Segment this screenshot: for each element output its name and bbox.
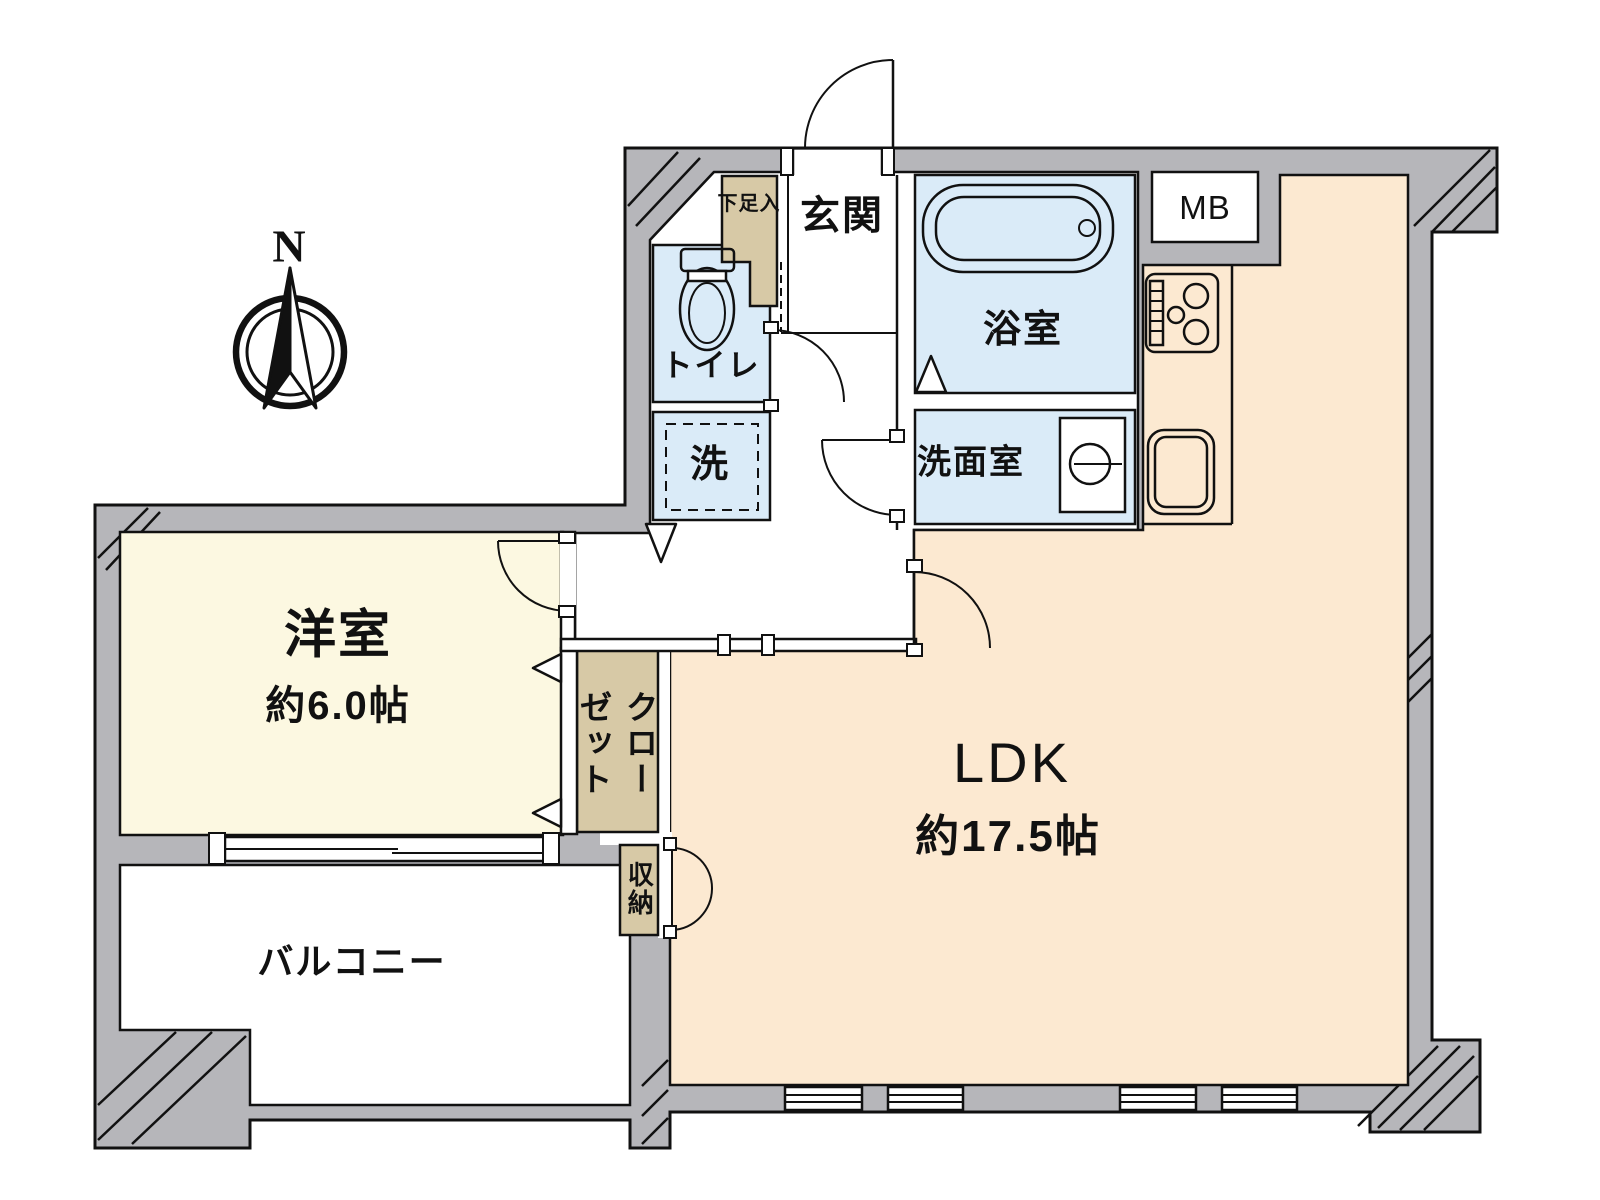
compass-north-label: N: [272, 220, 306, 272]
closet-partition: [658, 648, 670, 836]
washroom-door: [821, 429, 905, 523]
storage-double-doors: [663, 837, 714, 939]
western-room-door-opening: [560, 544, 576, 606]
north-compass-icon: [232, 266, 348, 410]
ldk-size: 約17.5帖: [915, 811, 1101, 861]
bathtub-icon: [921, 183, 1115, 274]
closet-bottom-partition: [600, 832, 672, 845]
western-room-floor: [118, 530, 565, 837]
shoe-box: [720, 174, 779, 308]
bath-floor: [913, 173, 1137, 395]
hall-wall-post-left: [717, 634, 731, 656]
shoe-box-label: 下足入: [717, 193, 781, 215]
hall-wall-post-right: [761, 634, 775, 656]
meter-box: [1150, 170, 1260, 244]
ldk-door: [906, 559, 991, 657]
bath-label: 浴室: [982, 309, 1064, 352]
western-room-balcony-window: [208, 832, 560, 865]
western-room-size: 約6.0帖: [265, 684, 411, 728]
stove-icon: [1144, 272, 1220, 354]
closet-label: クローゼット: [575, 690, 658, 798]
toilet-door: [763, 321, 845, 412]
western-room-label: 洋室: [283, 606, 393, 665]
balcony-label: バルコニー: [257, 941, 447, 983]
western-room-door: [497, 531, 576, 618]
kitchen-sink-icon: [1146, 428, 1216, 516]
genkan-label: 玄関: [800, 194, 884, 238]
ldk-label: LDK: [953, 731, 1071, 795]
closet-arrow-top: [531, 652, 563, 684]
washbasin-icon: [1058, 416, 1127, 514]
entrance-step: [780, 175, 897, 334]
storage-label: 収納: [624, 861, 655, 917]
storage-floor: [618, 843, 660, 937]
laundry-label: 洗: [689, 444, 731, 487]
washroom-label: 洗面室: [917, 443, 1025, 482]
kitchen-counter: [1143, 265, 1234, 526]
closet-arrow-bottom: [531, 797, 563, 829]
entrance-door: [780, 59, 895, 176]
toilet-label: トイレ: [661, 347, 761, 383]
toilet-icon: [678, 247, 736, 352]
storage-partition: [658, 842, 672, 938]
meter-box-label: MB: [1179, 188, 1231, 226]
laundry-opening-arrow: [644, 522, 678, 564]
bath-door-arrow: [914, 354, 948, 394]
laundry-floor: [651, 410, 772, 522]
closet-floor: [575, 648, 660, 834]
laundry-pan-dashed: [665, 423, 759, 511]
ldk-south-windows: [783, 1085, 1299, 1112]
hall-bottom-wall: [559, 637, 918, 653]
